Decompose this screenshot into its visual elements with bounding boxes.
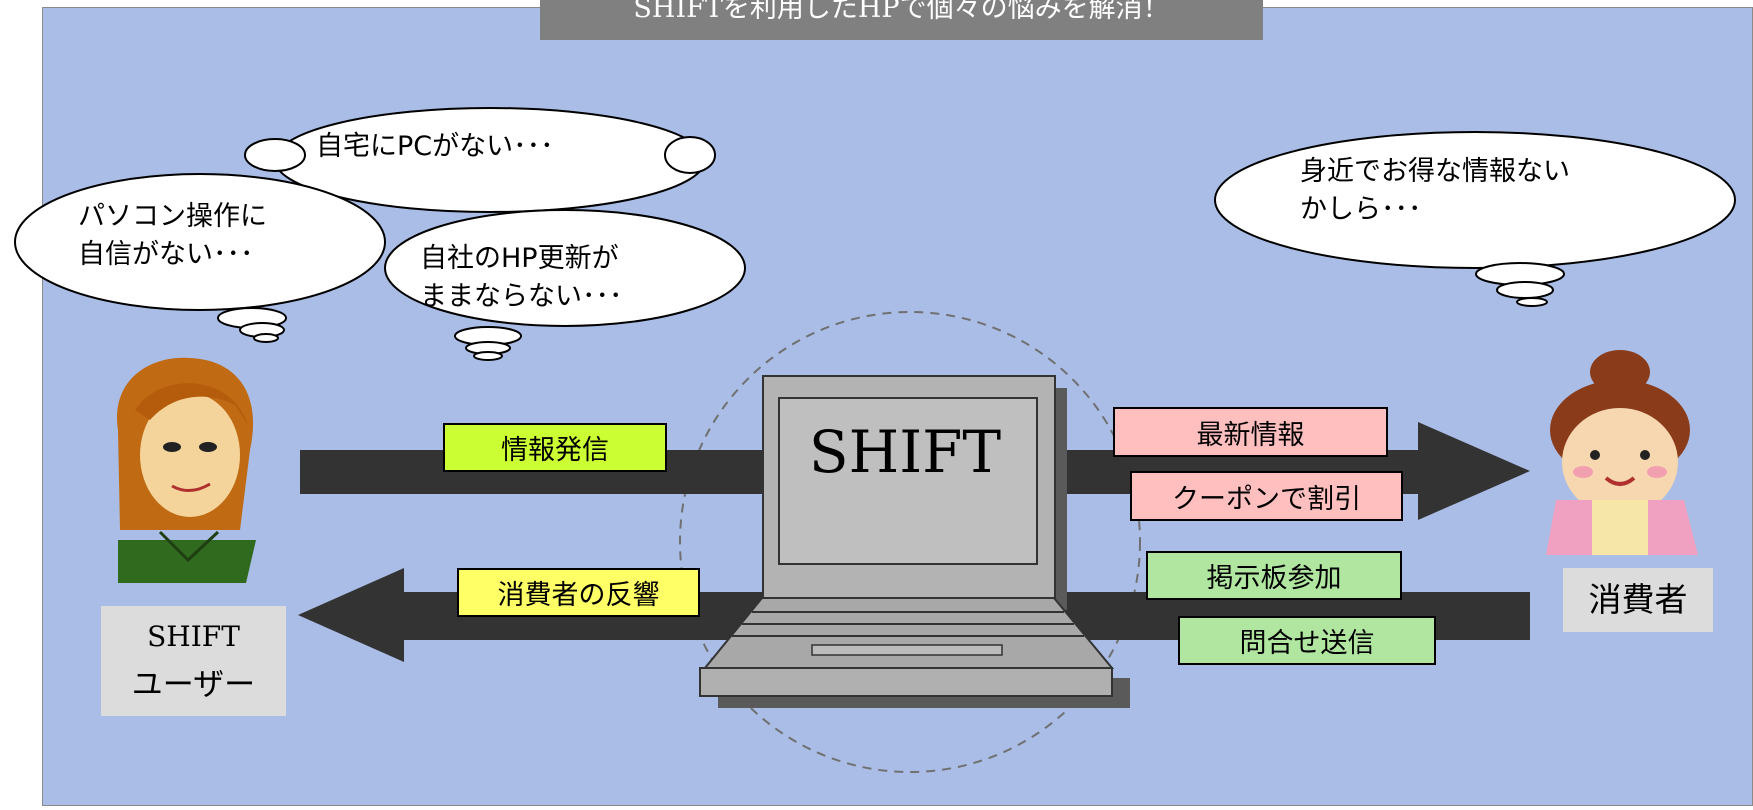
shift-circle bbox=[679, 311, 1141, 773]
thought-hp-update-line2: ままならない･･･ bbox=[420, 281, 623, 312]
thought-pc-skill-line1: パソコン操作に bbox=[78, 201, 267, 232]
thought-consumer-line1: 身近でお得な情報ない bbox=[1300, 156, 1570, 187]
label-bbs: 掲示板参加 bbox=[1146, 551, 1402, 600]
page-title: SHIFTを利用したHPで個々の悩みを解消！ bbox=[540, 0, 1263, 40]
shift-center-label: SHIFT bbox=[808, 418, 1002, 486]
laptop-icon bbox=[699, 375, 1130, 708]
thought-cloud-no-pc bbox=[244, 107, 716, 213]
thought-cloud-hp-update bbox=[384, 209, 746, 361]
label-consumer-response: 消費者の反響 bbox=[457, 568, 700, 617]
thought-cloud-pc-skill bbox=[14, 173, 386, 343]
consumer-plate: 消費者 bbox=[1563, 568, 1713, 632]
consumer-avatar bbox=[1546, 350, 1698, 555]
label-latest-info: 最新情報 bbox=[1113, 407, 1388, 457]
thought-consumer-line2: かしら･･･ bbox=[1300, 194, 1422, 225]
label-send-info: 情報発信 bbox=[443, 423, 667, 472]
thought-hp-update-line1: 自社のHP更新が bbox=[420, 243, 619, 274]
shift-user-plate: SHIFT ユーザー bbox=[101, 606, 286, 716]
label-inquiry: 問合せ送信 bbox=[1178, 616, 1436, 665]
thought-pc-skill-line2: 自信がない･･･ bbox=[78, 239, 254, 270]
shift-user-avatar bbox=[116, 357, 256, 583]
page-title-text: SHIFTを利用したHPで個々の悩みを解消！ bbox=[633, 0, 1170, 24]
shift-user-label-line1: SHIFT bbox=[147, 620, 240, 653]
label-coupon: クーポンで割引 bbox=[1130, 471, 1403, 521]
thought-cloud-consumer bbox=[1214, 131, 1736, 307]
thought-no-pc-line1: 自宅にPCがない･･･ bbox=[316, 131, 554, 162]
shift-user-label-line2: ユーザー bbox=[131, 667, 256, 703]
